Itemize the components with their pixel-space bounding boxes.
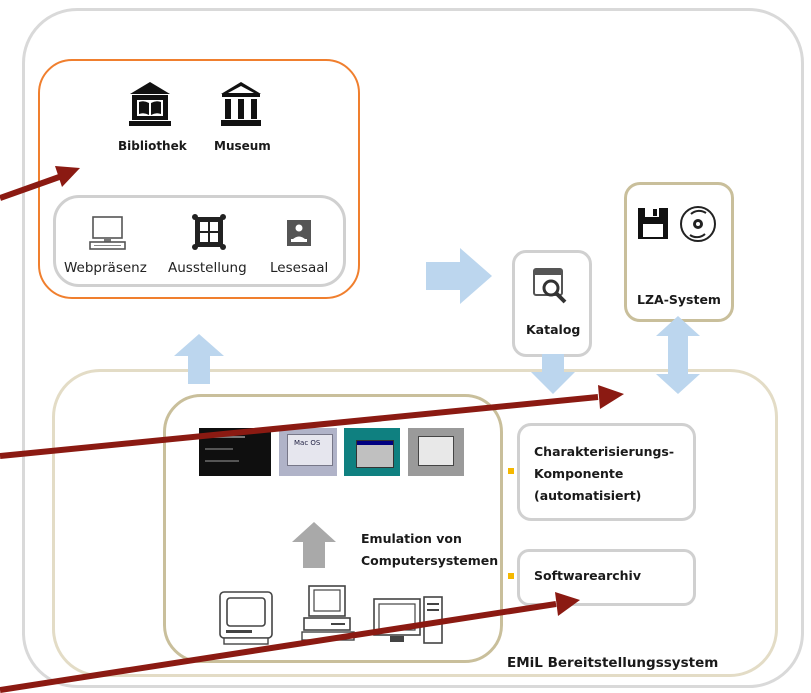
characterization-box (517, 423, 696, 521)
picture-frame-icon (192, 214, 226, 250)
pointer-arrow-institutions (0, 173, 64, 201)
double-arrow-lza (656, 316, 700, 394)
classic-mac-icon (219, 591, 273, 645)
software-archive-label: Softwarearchiv (534, 568, 641, 583)
monitor-icon (89, 216, 126, 250)
mac-os-screen-text: Mac OS (294, 439, 321, 447)
catalog-box (512, 250, 592, 357)
service-label-ausstellung: Ausstellung (168, 260, 247, 276)
characterization-connector (508, 468, 514, 474)
emil-frame (52, 369, 778, 677)
museum-label: Museum (214, 139, 271, 153)
software-archive-box (517, 549, 696, 606)
down-arrow-from-catalog (531, 354, 575, 394)
software-archive-connector (508, 573, 514, 579)
pointer-arrow-institutions-head (55, 166, 80, 187)
right-arrow-to-catalog (426, 248, 492, 304)
pointer-arrow-software (0, 601, 557, 693)
emil-label: EMiL Bereitstellungssystem (507, 655, 719, 671)
emulation-up-arrow (292, 522, 336, 568)
service-label-lesesaal: Lesesaal (270, 260, 329, 276)
library-label: Bibliothek (118, 139, 187, 153)
lza-box (624, 182, 734, 322)
gem-screen (408, 428, 464, 476)
library-icon (129, 82, 171, 126)
catalog-label: Katalog (526, 322, 581, 337)
windows-screen (344, 428, 400, 476)
floppy-disc-cd-icon (638, 206, 716, 242)
emulation-label: Emulation von Computersystemen (361, 531, 499, 568)
characterization-label: Charakterisierungs- Komponente (automati… (534, 444, 675, 503)
desktop-pc-icon (301, 585, 355, 641)
mac-os-screen: Mac OS (279, 428, 337, 476)
outer-frame (22, 8, 804, 688)
catalog-search-icon (533, 268, 567, 304)
pointer-arrow-software-head (555, 592, 580, 616)
pointer-arrow-emil-head (598, 385, 624, 409)
pointer-arrow-emil (0, 394, 599, 459)
up-arrow-to-institutions (174, 334, 224, 384)
museum-icon (221, 82, 261, 126)
lza-label: LZA-System (637, 292, 721, 307)
service-label-webpraesenz: Webpräsenz (64, 260, 147, 276)
reading-room-icon (287, 220, 311, 246)
